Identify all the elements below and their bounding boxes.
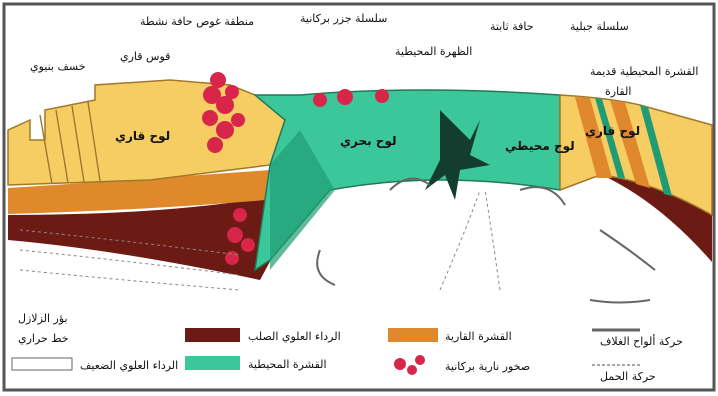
label-subduction-zone: منطقة غوص حافة نشطة: [140, 15, 254, 28]
label-continental-plate-right: لوح قاري: [585, 124, 640, 139]
label-continental-arc: قوس قاري: [120, 50, 170, 63]
label-continental-plate-left: لوح قاري: [115, 129, 170, 144]
legend-weak-mantle-label: الرداء العلوي الضعيف: [80, 359, 178, 372]
label-island-arc: سلسلة جزر بركانية: [300, 12, 387, 25]
legend-weak-mantle-swatch: [12, 358, 72, 370]
legend-continental-crust-label: القشرة القارية: [445, 330, 512, 343]
label-mid-ocean-ridge: الظهرة المحيطية: [395, 45, 472, 58]
label-passive-margin: حافة ثابتة: [490, 20, 534, 33]
label-mountain-chain: سلسلة جبلية: [570, 20, 629, 33]
label-ocean-crust-right: القشرة المحيطية قديمة: [590, 65, 698, 78]
legend-convection-label: حركة الحمل: [600, 370, 656, 383]
legend-oceanic-crust-swatch: [185, 356, 240, 370]
legend-oceanic-crust-label: القشرة المحيطية: [248, 358, 327, 371]
legend-plate-motion-label: حركة ألواح الغلاف: [600, 334, 683, 348]
legend-quake-label: بؤر الزلازل: [18, 312, 68, 325]
legend-thermal-label: خط حراري: [18, 332, 69, 345]
legend-solid-mantle-label: الرداء العلوي الصلب: [248, 330, 341, 343]
label-oceanic-plate-right: لوح محيطي: [505, 139, 575, 154]
label-right-side: القارة: [605, 85, 631, 98]
label-oceanic-plate: لوح بحري: [340, 134, 396, 149]
legend-solid-mantle-swatch: [185, 328, 240, 342]
legend-continental-crust-swatch: [388, 328, 438, 342]
legend-magma-label: صخور نارية بركانية: [445, 360, 530, 373]
label-rift: خسف بنيوي: [30, 60, 86, 73]
